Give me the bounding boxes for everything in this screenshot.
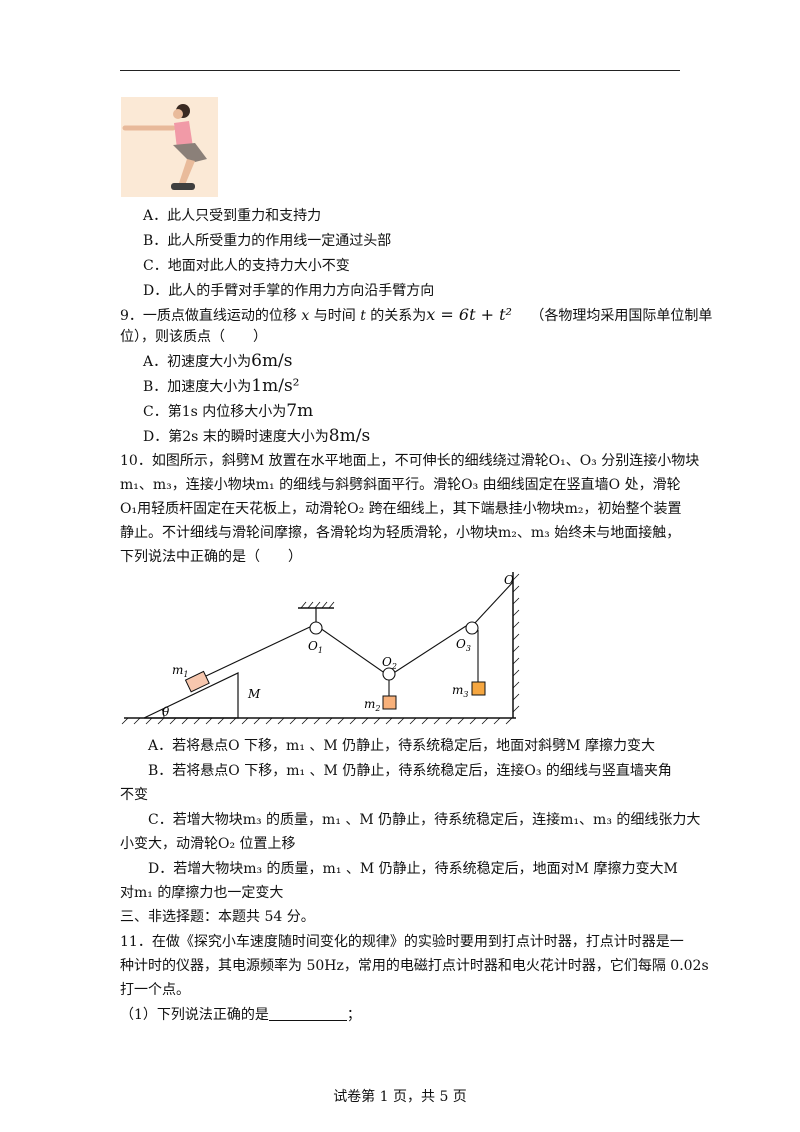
q10-stem-line5: 下列说法中正确的是（ ） bbox=[120, 549, 302, 565]
q9-option-d: D．第2s 末的瞬时速度大小为8m/s bbox=[143, 425, 370, 448]
q11-sub1-text: （1）下列说法正确的是 bbox=[120, 1007, 269, 1023]
label-O2: O2 bbox=[382, 655, 397, 671]
label-O3: O3 bbox=[456, 637, 471, 653]
q9-var-t: t bbox=[360, 308, 366, 324]
block-m3 bbox=[471, 681, 486, 696]
label-O1: O1 bbox=[308, 639, 323, 655]
q9-option-b: B．加速度大小为1m/s² bbox=[143, 375, 300, 398]
squat-person-image bbox=[121, 97, 218, 197]
label-M: M bbox=[247, 687, 261, 701]
q11-line2: 种计时的仪器，其电源频率为 50Hz，常用的电磁打点计时器和电火花计时器，它们每… bbox=[120, 958, 709, 974]
q9-stem-d: （各物理均采用国际单位制单 bbox=[530, 308, 713, 324]
pulley-O3 bbox=[465, 621, 479, 635]
q9-stem-b: 与时间 bbox=[313, 308, 356, 324]
q8-option-a: A．此人只受到重力和支持力 bbox=[143, 208, 322, 224]
rope-O2-to-O3 bbox=[391, 625, 467, 675]
q9-option-a-value: 6m/s bbox=[251, 351, 293, 371]
block-m2 bbox=[382, 695, 397, 710]
q9-option-a-prefix: A．初速度大小为 bbox=[143, 354, 252, 370]
label-m2: m2 bbox=[364, 697, 380, 713]
label-m1: m1 bbox=[172, 663, 188, 679]
rope-m1-to-O1 bbox=[205, 625, 313, 677]
q9-stem-line1: 9．一质点做直线运动的位移 x 与时间 t 的关系为x = 6t + t² （各… bbox=[120, 304, 712, 327]
q9-option-b-prefix: B．加速度大小为 bbox=[143, 379, 252, 395]
q9-option-d-prefix: D．第2s 末的瞬时速度大小为 bbox=[143, 429, 329, 445]
q8-option-b: B．此人所受重力的作用线一定通过头部 bbox=[143, 233, 392, 249]
q10-option-b-cont: 不变 bbox=[120, 787, 148, 803]
q9-equation: x = 6t + t² bbox=[426, 305, 512, 324]
q11-sub1-blank[interactable] bbox=[268, 1006, 347, 1021]
q10-option-a: A．若将悬点O 下移，m₁ 、M 仍静止，待系统稳定后，地面对斜劈M 摩擦力变大 bbox=[148, 738, 655, 754]
q10-option-d-cont: 对m₁ 的摩擦力也一定变大 bbox=[120, 885, 284, 901]
q11-line3: 打一个点。 bbox=[120, 982, 190, 998]
label-theta: θ bbox=[162, 705, 170, 719]
page-footer: 试卷第 1 页，共 5 页 bbox=[333, 1089, 467, 1105]
section-3-heading: 三、非选择题：本题共 54 分。 bbox=[120, 909, 315, 925]
header-rule bbox=[120, 70, 680, 71]
block-m1 bbox=[184, 670, 210, 693]
q11-line1: 11．在做《探究小车速度随时间变化的规律》的实验时要用到打点计时器，打点计时器是… bbox=[120, 934, 684, 950]
ceiling-hatch bbox=[300, 601, 335, 609]
q10-option-c: C．若增大物块m₃ 的质量，m₁ 、M 仍静止，待系统稳定后，连接m₁、m₃ 的… bbox=[148, 812, 701, 828]
q10-stem-line4: 静止。不计细线与滑轮间摩擦，各滑轮均为轻质滑轮，小物块m₂、m₃ 始终未与地面接… bbox=[120, 525, 681, 541]
rope-O1-to-O2 bbox=[319, 627, 387, 675]
wall-hatch bbox=[512, 573, 520, 713]
q10-option-b: B．若将悬点O 下移，m₁ 、M 仍静止，待系统稳定后，连接O₃ 的细线与竖直墙… bbox=[148, 763, 672, 779]
wedge-M bbox=[143, 672, 239, 719]
q9-option-c-prefix: C．第1s 内位移大小为 bbox=[143, 404, 287, 420]
q8-option-c: C．地面对此人的支持力大小不变 bbox=[143, 258, 350, 274]
q9-option-a: A．初速度大小为6m/s bbox=[143, 350, 293, 373]
q10-stem-line3: O₁用轻质杆固定在天花板上，动滑轮O₂ 跨在细线上，其下端悬挂小物块m₂，初始整… bbox=[120, 501, 682, 517]
q9-stem-e: 位），则该质点（ ） bbox=[120, 329, 267, 345]
q10-option-c-cont: 小变大，动滑轮O₂ 位置上移 bbox=[120, 836, 296, 852]
q9-option-c: C．第1s 内位移大小为7m bbox=[143, 400, 313, 423]
q10-stem-line1: 10．如图所示，斜劈M 放置在水平地面上，不可伸长的细线绕过滑轮O₁、O₃ 分别… bbox=[120, 453, 700, 469]
q9-var-x: x bbox=[301, 308, 310, 324]
pulley-O1 bbox=[309, 621, 323, 635]
q9-stem-c: 的关系为 bbox=[370, 308, 427, 324]
pulley-diagram: O O1 O2 O3 m1 m2 m3 M θ bbox=[120, 570, 540, 730]
label-m3: m3 bbox=[452, 683, 468, 699]
ground-hatch bbox=[121, 717, 513, 725]
q11-sub1: （1）下列说法正确的是 ； bbox=[120, 1004, 361, 1026]
label-O: O bbox=[504, 573, 514, 587]
q10-stem-line2: m₁、m₃，连接小物块m₁ 的细线与斜劈斜面平行。滑轮O₃ 由细线固定在竖直墙O… bbox=[120, 477, 681, 493]
q9-option-d-value: 8m/s bbox=[328, 426, 371, 446]
q11-sub1-end: ； bbox=[346, 1007, 361, 1023]
string-O-to-O3 bbox=[473, 581, 514, 625]
q9-stem-a: 9．一质点做直线运动的位移 bbox=[120, 308, 297, 324]
q8-option-d: D．此人的手臂对手掌的作用力方向沿手臂方向 bbox=[143, 283, 435, 299]
q9-option-b-value: 1m/s² bbox=[251, 376, 300, 396]
q9-option-c-value: 7m bbox=[286, 401, 314, 421]
theta-arc bbox=[161, 708, 165, 719]
q10-option-d: D．若增大物块m₃ 的质量，m₁ 、M 仍静止，待系统稳定后，地面对M 摩擦力变… bbox=[148, 861, 678, 877]
pulley-O2 bbox=[382, 667, 396, 681]
